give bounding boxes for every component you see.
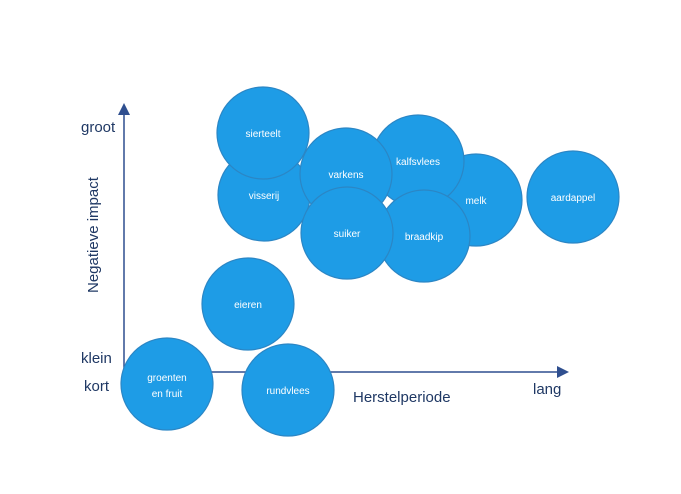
bubble-label: visserij [249,191,280,202]
y-axis-title: Negatieve impact [85,176,102,293]
x-axis-right-label: lang [533,381,561,398]
bubble-sierteelt: sierteelt [216,86,310,180]
bubble-rundvlees: rundvlees [241,343,335,437]
bubble-label-line2: en fruit [152,389,183,400]
y-axis-top-label: groot [81,119,116,136]
bubble-label: kalfsvlees [396,157,440,168]
bubble-circle [526,150,620,244]
bubble-circle [120,337,214,431]
bubble-label: sierteelt [245,129,280,140]
bubble-label: suiker [334,229,361,240]
bubble-label: varkens [328,170,363,181]
bubble-label: eieren [234,300,262,311]
x-axis-left-label: kort [84,378,110,395]
bubble-label: rundvlees [266,386,309,397]
bubble-label: melk [465,196,487,207]
bubble-circle [241,343,335,437]
bubble-label: aardappel [551,193,595,204]
bubble-group: visserij sierteelt melk kalfsvlees varke… [120,86,620,437]
bubble-circle [216,86,310,180]
bubble-eieren: eieren [201,257,295,351]
y-axis-bottom-label: klein [81,350,112,367]
bubble-circle [300,186,394,280]
x-axis-title: Herstelperiode [353,389,451,406]
bubble-label: groenten [147,373,186,384]
bubble-circle [201,257,295,351]
bubble-suiker: suiker [300,186,394,280]
bubble-aardappel: aardappel [526,150,620,244]
bubble-groenten-en-fruit: groenten en fruit [120,337,214,431]
bubble-label: braadkip [405,232,444,243]
